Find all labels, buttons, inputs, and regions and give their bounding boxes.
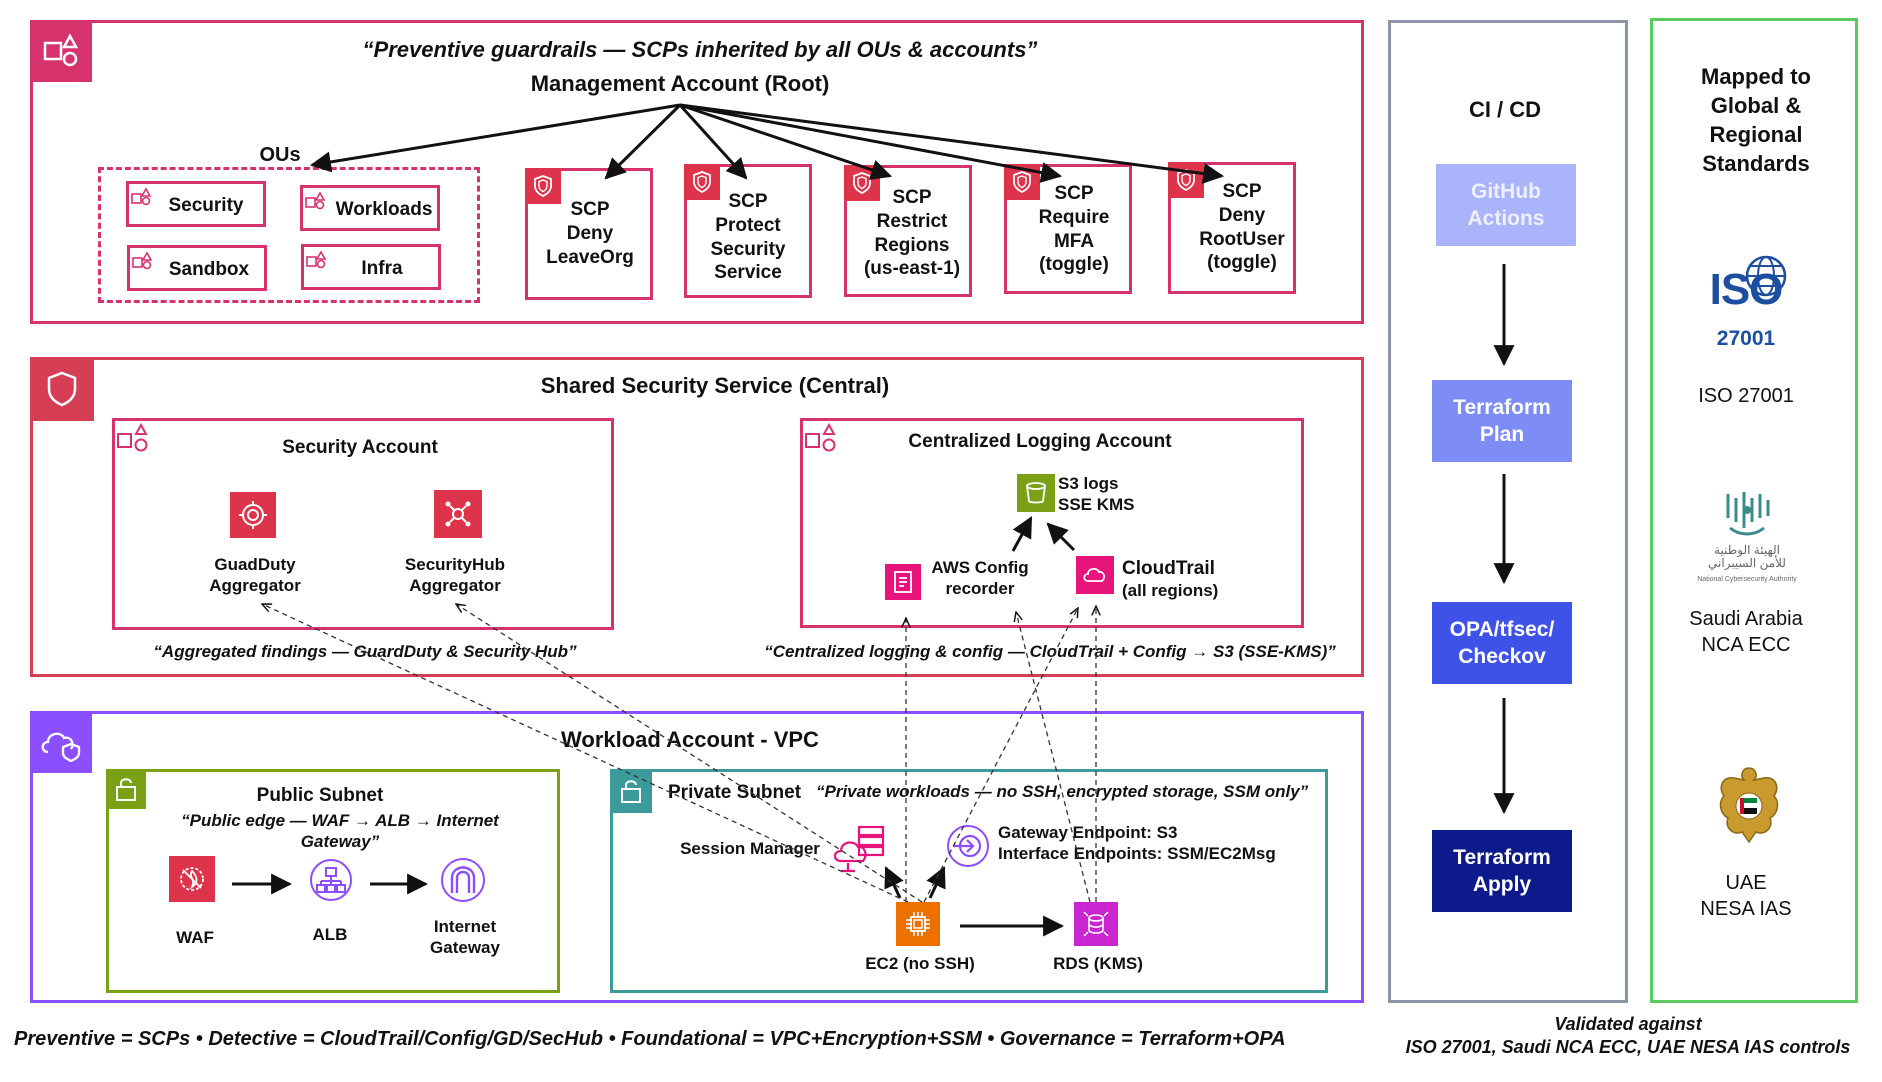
- security-caption: “Aggregated findings — GuardDuty & Secur…: [153, 642, 577, 661]
- ou-infra: [301, 244, 441, 290]
- public-subnet-title: Public Subnet: [256, 785, 384, 806]
- waf-label: WAF: [176, 928, 214, 947]
- scp-protect-label: SCP Protect Security Service: [710, 191, 786, 284]
- workload-title: Workload Account - VPC: [561, 727, 819, 752]
- management-title: Management Account (Root): [530, 71, 830, 96]
- iso-logo-number: 27001: [1716, 327, 1776, 350]
- nesa-label: UAE NESA IAS: [1700, 872, 1792, 920]
- endpoints-label: Gateway Endpoint: S3 Interface Endpoints…: [998, 823, 1276, 864]
- step-opa-tfsec-checkov: OPA/tfsec/ Checkov: [1432, 602, 1572, 684]
- security-account-icon: [114, 420, 152, 458]
- rds-icon: [1074, 902, 1118, 946]
- ou-sandbox-icon: [129, 248, 155, 274]
- scp-deny-leaveorg-icon: [525, 168, 561, 204]
- scp-deny-leaveorg-label: SCP Deny LeaveOrg: [546, 199, 634, 268]
- scp-require-mfa: [1004, 164, 1132, 294]
- aws-config-label: AWS Config recorder: [931, 558, 1029, 599]
- ec2-label: EC2 (no SSH): [865, 954, 975, 973]
- public-subnet-quote: “Public edge — WAF → ALB → Internet Gate…: [181, 811, 499, 852]
- ou-security-label: Security: [168, 195, 244, 216]
- waf-icon: [169, 856, 215, 902]
- cloudtrail-label: CloudTrail: [1122, 558, 1215, 579]
- step-terraform-apply: Terraform Apply: [1432, 830, 1572, 912]
- cicd-container: [1388, 20, 1628, 1003]
- standards-container: [1650, 18, 1858, 1003]
- shared-title: Shared Security Service (Central): [540, 373, 890, 398]
- iso-globe-icon: [1712, 254, 1796, 324]
- logging-account-title: Centralized Logging Account: [908, 431, 1172, 452]
- s3-label: S3 logs SSE KMS: [1058, 474, 1135, 515]
- ou-workloads: [300, 185, 440, 231]
- ou-sandbox-label: Sandbox: [168, 259, 250, 280]
- iso-label: ISO 27001: [1698, 385, 1794, 407]
- nca-label: Saudi Arabia NCA ECC: [1689, 608, 1803, 656]
- rds-label: RDS (KMS): [1053, 954, 1143, 973]
- aws-config-icon: [885, 564, 921, 600]
- private-subnet-title: Private Subnet: [668, 782, 802, 803]
- vpc-endpoint-icon: [944, 822, 992, 870]
- scp-rootuser-label: SCP Deny RootUser (toggle): [1199, 181, 1285, 274]
- logging-caption: “Centralized logging & config — CloudTra…: [764, 642, 1336, 661]
- cicd-title: CI / CD: [1468, 97, 1542, 122]
- internet-gateway-label: Internet Gateway: [430, 917, 500, 958]
- uae-emblem-icon: [1714, 762, 1784, 848]
- ous-label: OUs: [259, 144, 301, 166]
- public-subnet-lock-icon: [106, 769, 146, 809]
- vpc-cloud-icon: [30, 711, 92, 773]
- management-account-container: [30, 20, 1364, 324]
- ou-infra-icon: [303, 247, 329, 273]
- guardrail-quote: “Preventive guardrails — SCPs inherited …: [362, 37, 1038, 62]
- guardduty-icon: [230, 492, 276, 538]
- ou-infra-label: Infra: [361, 258, 403, 279]
- shield-icon: [30, 357, 94, 421]
- ou-sandbox: [127, 245, 267, 291]
- security-account-title: Security Account: [282, 437, 438, 458]
- s3-bucket-icon: [1017, 474, 1055, 512]
- scp-restrict-label: SCP Restrict Regions (us-east-1): [863, 187, 961, 280]
- nca-emblem-icon: [1722, 488, 1772, 538]
- ou-workloads-icon: [302, 188, 328, 214]
- private-subnet-lock-icon: [610, 769, 652, 813]
- ous-group: [98, 167, 480, 303]
- scp-mfa-label: SCP Require MFA (toggle): [1038, 183, 1110, 276]
- ou-security: [126, 181, 266, 227]
- nca-logo-english: National Cybersecurity Authority: [1697, 576, 1797, 583]
- ou-security-icon: [128, 184, 154, 210]
- internet-gateway-icon: [438, 855, 488, 905]
- cloudtrail-icon: [1076, 556, 1114, 594]
- alb-icon: [307, 856, 355, 904]
- guardduty-label: GuadDuty Aggregator: [209, 555, 301, 596]
- ou-workloads-label: Workloads: [335, 199, 433, 220]
- logging-account-icon: [802, 420, 840, 458]
- footer-legend: Preventive = SCPs • Detective = CloudTra…: [14, 1028, 1286, 1050]
- securityhub-label: SecurityHub Aggregator: [404, 555, 506, 596]
- session-manager-icon: [830, 820, 890, 880]
- standards-title: Mapped to Global & Regional Standards: [1701, 64, 1811, 177]
- footer-validated: Validated against ISO 27001, Saudi NCA E…: [1405, 1014, 1851, 1058]
- session-manager-label: Session Manager: [680, 839, 820, 858]
- step-terraform-plan: Terraform Plan: [1432, 380, 1572, 462]
- nca-logo-arabic: الهيئة الوطنية للأمن السيبراني: [1708, 543, 1786, 571]
- private-subnet-quote: “Private workloads — no SSH, encrypted s…: [816, 782, 1309, 801]
- securityhub-icon: [434, 490, 482, 538]
- cloudtrail-sublabel: (all regions): [1122, 581, 1219, 600]
- organization-icon: [30, 20, 92, 82]
- ec2-icon: [896, 902, 940, 946]
- step-github-actions: GitHub Actions: [1436, 164, 1576, 246]
- alb-label: ALB: [312, 925, 348, 944]
- iso-logo-text: ISO: [1709, 265, 1784, 314]
